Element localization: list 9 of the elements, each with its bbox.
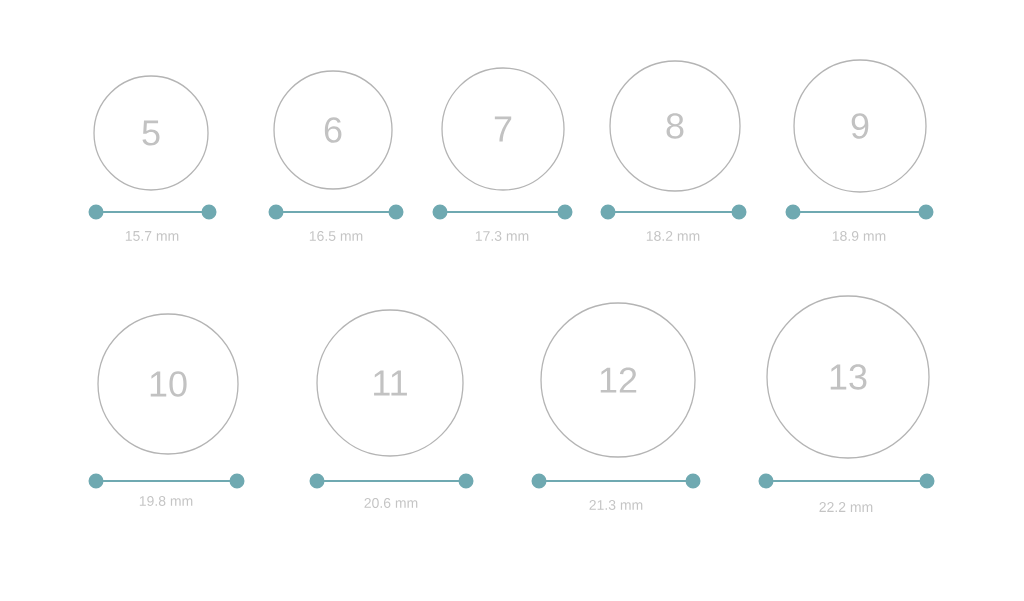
size-label: 19.8 mm	[139, 496, 193, 506]
size-label: 15.7 mm	[125, 231, 179, 241]
size-label: 16.5 mm	[309, 231, 363, 241]
size-label: 18.9 mm	[832, 231, 886, 241]
size-label: 22.2 mm	[819, 502, 873, 512]
size-label: 21.3 mm	[589, 500, 643, 510]
size-label: 17.3 mm	[475, 231, 529, 241]
size-label: 20.6 mm	[364, 498, 418, 508]
size-label: 18.2 mm	[646, 231, 700, 241]
